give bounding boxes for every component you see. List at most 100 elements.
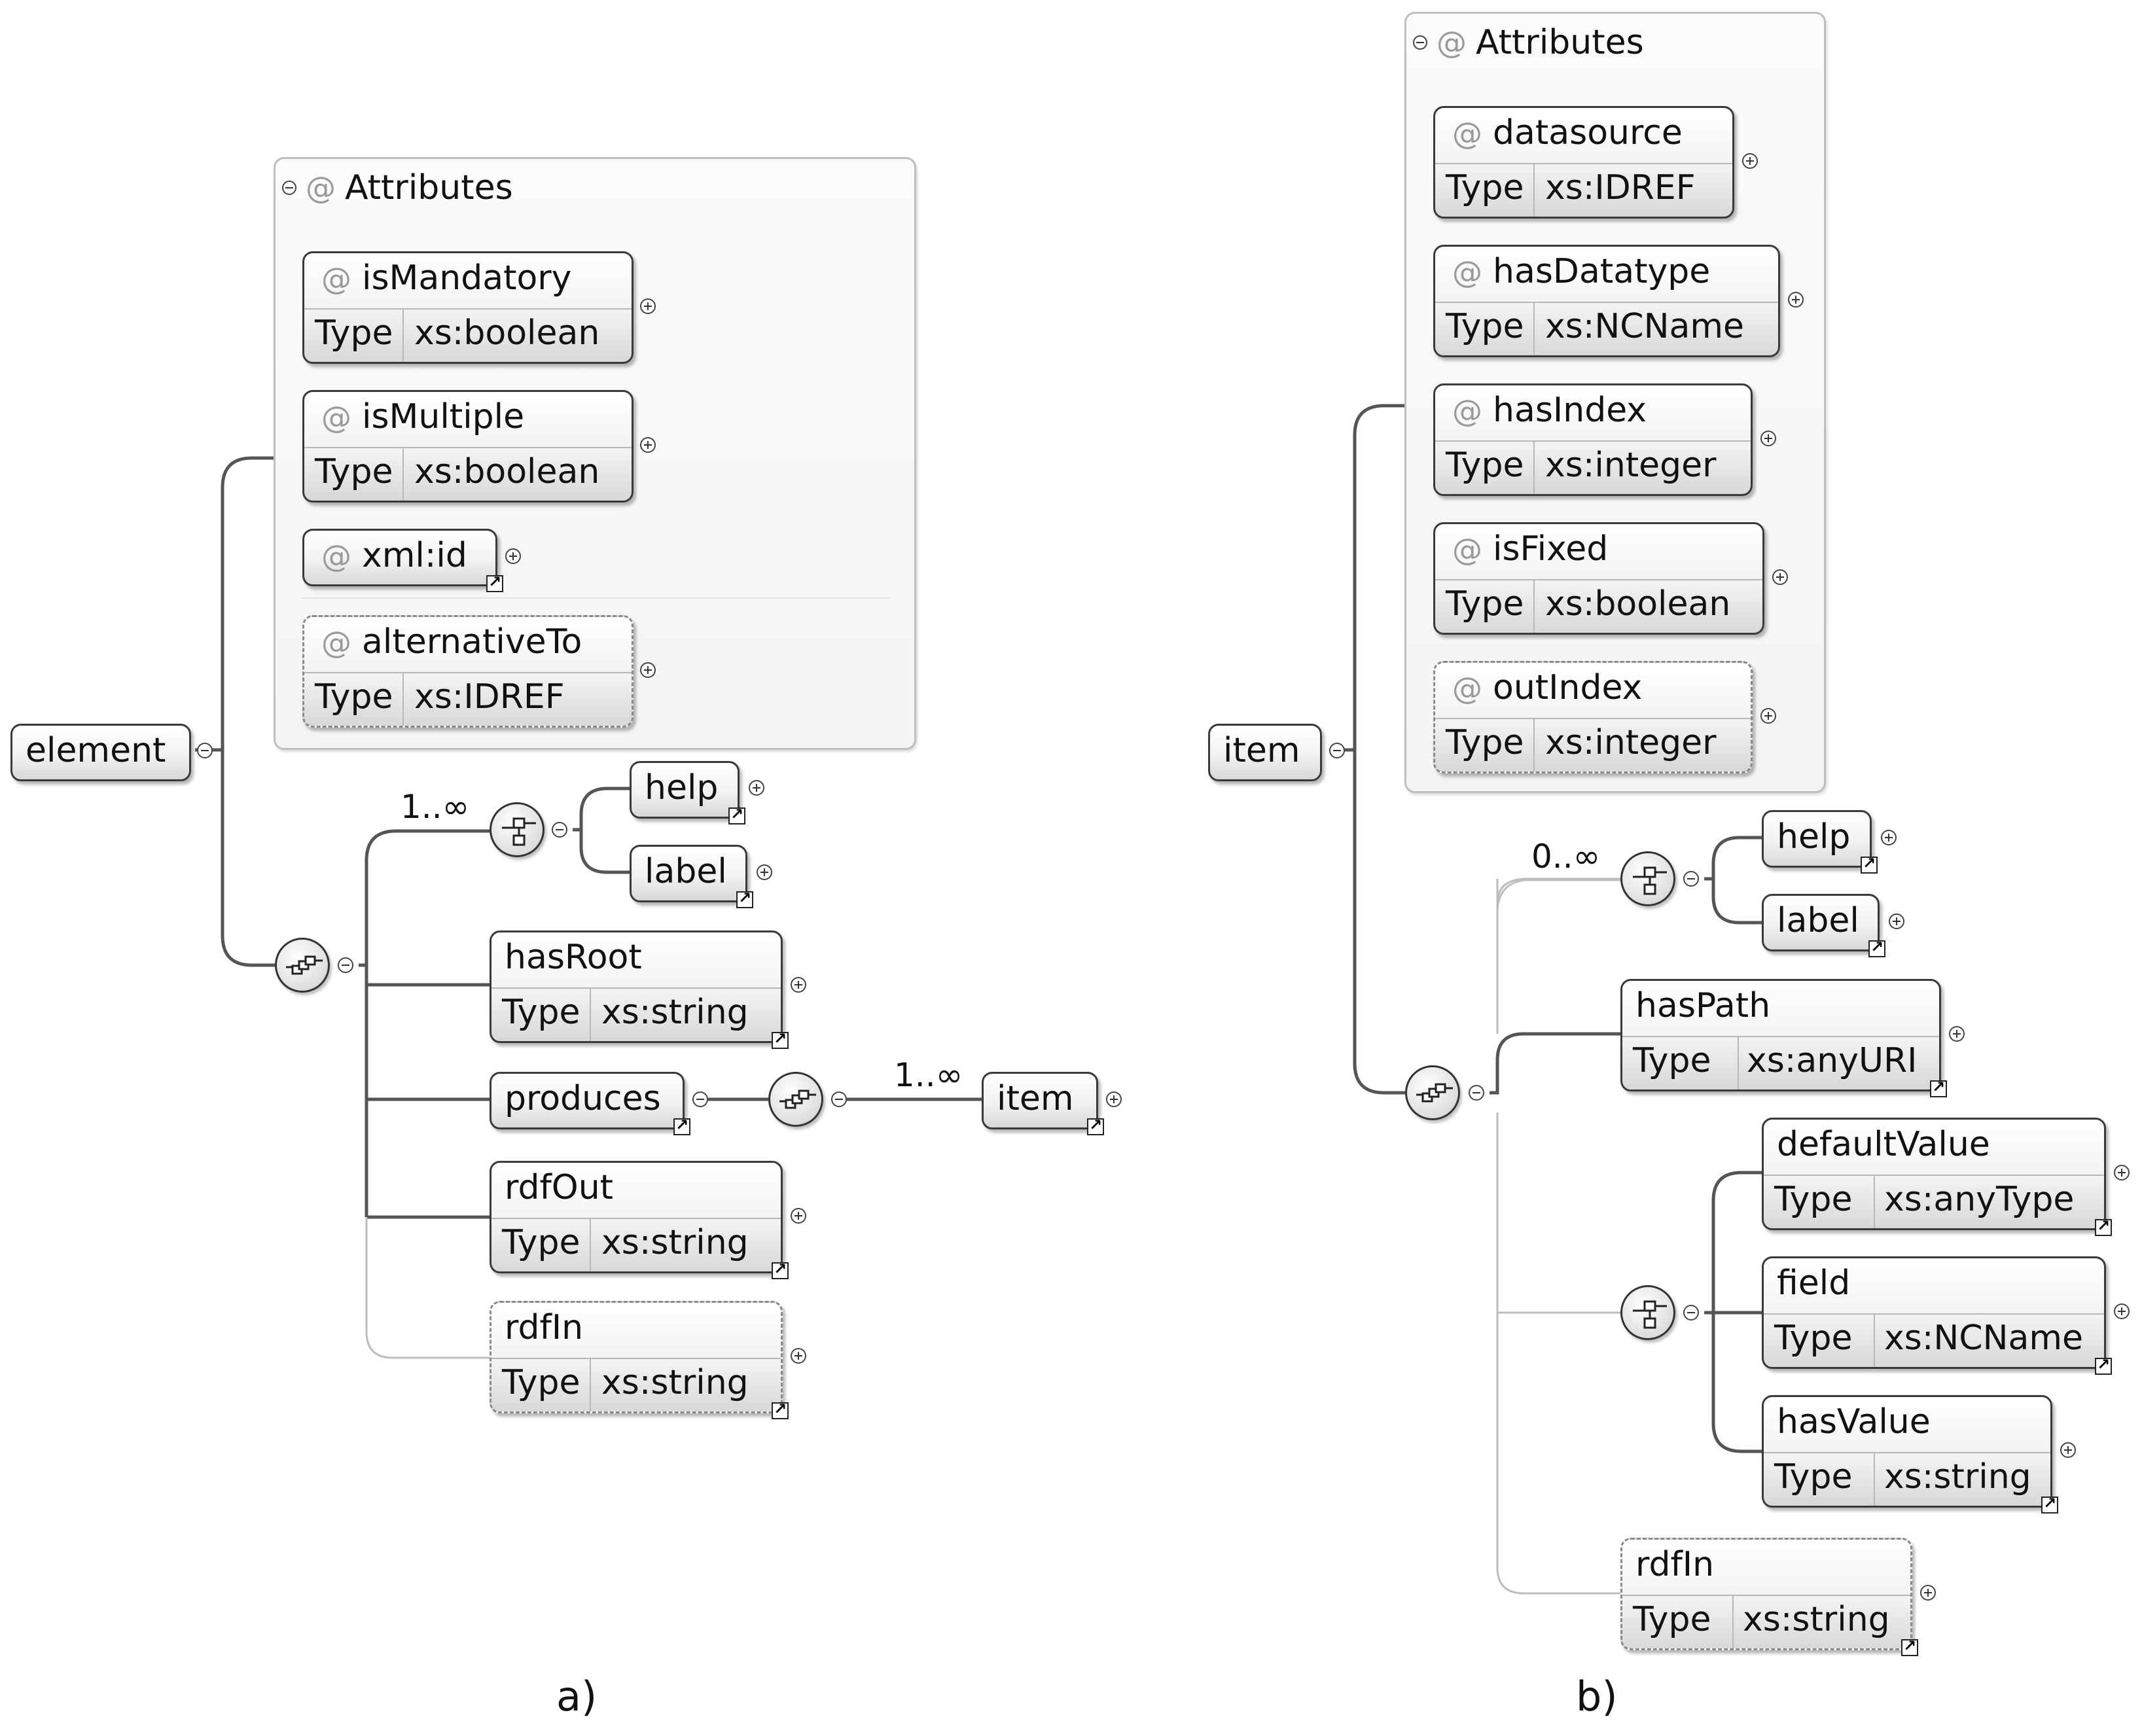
expand-icon[interactable] bbox=[757, 864, 772, 880]
type-value: xs:boolean bbox=[414, 313, 600, 353]
cardinality-label: 0..∞ bbox=[1531, 838, 1601, 876]
attribute-hasIndex[interactable]: @hasIndex Type xs:integer bbox=[1433, 383, 1753, 496]
expand-icon[interactable] bbox=[1760, 708, 1776, 724]
attribute-alternativeTo[interactable]: @alternativeTo Type xs:IDREF bbox=[302, 615, 634, 728]
element-node-rdfIn[interactable]: rdfIn Type xs:string bbox=[1620, 1538, 1918, 1656]
sequence-compositor-icon[interactable] bbox=[275, 938, 330, 993]
type-label: Type bbox=[1446, 584, 1524, 624]
separator bbox=[491, 1218, 781, 1219]
collapse-attributes-icon[interactable] bbox=[282, 181, 296, 195]
expand-icon[interactable] bbox=[1742, 153, 1758, 169]
collapse-attributes-icon[interactable] bbox=[1413, 35, 1427, 50]
expand-icon[interactable] bbox=[640, 662, 656, 678]
element-node-field[interactable]: field Type xs:NCName bbox=[1762, 1256, 2112, 1375]
element-name: label bbox=[1777, 901, 1859, 940]
element-name: produces bbox=[505, 1079, 661, 1118]
expand-icon[interactable] bbox=[1788, 292, 1804, 308]
choice-compositor-icon[interactable] bbox=[490, 802, 544, 857]
element-name: rdfIn bbox=[505, 1308, 584, 1347]
element-node-rdfIn[interactable]: rdfIn Type xs:string bbox=[490, 1301, 789, 1419]
expand-icon[interactable] bbox=[1889, 913, 1904, 929]
attribute-isFixed[interactable]: @isFixed Type xs:boolean bbox=[1433, 522, 1764, 635]
expand-icon[interactable] bbox=[2114, 1303, 2130, 1319]
element-node-label[interactable]: label bbox=[630, 845, 753, 908]
expand-icon[interactable] bbox=[2060, 1442, 2076, 1458]
expand-icon[interactable] bbox=[791, 1348, 806, 1364]
separator bbox=[1435, 440, 1751, 442]
separator bbox=[1764, 1452, 2050, 1453]
collapse-toggle-choice[interactable] bbox=[1683, 1305, 1699, 1320]
attribute-isMultiple[interactable]: @isMultiple Type xs:boolean bbox=[302, 390, 634, 503]
expand-icon[interactable] bbox=[640, 298, 656, 314]
element-name: hasPath bbox=[1635, 986, 1771, 1025]
choice-compositor-icon[interactable] bbox=[1620, 851, 1675, 906]
separator bbox=[1764, 1175, 2104, 1176]
type-label: Type bbox=[1446, 168, 1524, 207]
element-node-label[interactable]: label bbox=[1762, 894, 1885, 957]
element-node-rdfOut[interactable]: rdfOut Type xs:string bbox=[490, 1161, 789, 1279]
attribute-name: outIndex bbox=[1493, 668, 1643, 707]
separator bbox=[1874, 1176, 1875, 1228]
collapse-toggle-sequence[interactable] bbox=[831, 1091, 847, 1107]
expand-icon[interactable] bbox=[1760, 431, 1776, 446]
attribute-xml-id[interactable]: @xml:id bbox=[302, 529, 503, 592]
attribute-datasource[interactable]: @datasource Type xs:IDREF bbox=[1433, 106, 1734, 219]
element-node-hasValue[interactable]: hasValue Type xs:string bbox=[1762, 1395, 2058, 1514]
element-name: item bbox=[1223, 731, 1300, 770]
reference-arrow-icon bbox=[736, 889, 753, 908]
attribute-at-icon: @ bbox=[1452, 532, 1482, 567]
sequence-compositor-icon[interactable] bbox=[1405, 1065, 1460, 1120]
choice-compositor-icon[interactable] bbox=[1620, 1285, 1675, 1340]
type-label: Type bbox=[502, 1363, 580, 1402]
reference-arrow-icon bbox=[2095, 1216, 2112, 1236]
collapse-toggle-sequence[interactable] bbox=[338, 957, 353, 973]
element-node-element[interactable]: element bbox=[10, 724, 191, 781]
expand-icon[interactable] bbox=[749, 780, 764, 796]
attribute-name: isMultiple bbox=[362, 397, 525, 436]
sequence-compositor-icon[interactable] bbox=[768, 1072, 823, 1127]
reference-arrow-icon bbox=[1930, 1078, 1947, 1097]
expand-icon[interactable] bbox=[2114, 1165, 2130, 1180]
element-node-hasRoot[interactable]: hasRoot Type xs:string bbox=[490, 930, 789, 1049]
collapse-toggle-element[interactable] bbox=[197, 743, 213, 758]
element-node-item[interactable]: item bbox=[1208, 724, 1322, 781]
expand-icon[interactable] bbox=[1772, 569, 1788, 585]
element-node-produces[interactable]: produces bbox=[490, 1072, 690, 1135]
expand-icon[interactable] bbox=[640, 437, 656, 453]
expand-icon[interactable] bbox=[1920, 1585, 1936, 1601]
separator bbox=[1732, 1596, 1734, 1648]
expand-icon[interactable] bbox=[505, 548, 521, 564]
element-node-defaultValue[interactable]: defaultValue Type xs:anyType bbox=[1762, 1118, 2112, 1236]
separator bbox=[1533, 719, 1535, 771]
expand-icon[interactable] bbox=[1881, 830, 1897, 845]
element-node-help[interactable]: help bbox=[1762, 810, 1878, 874]
reference-arrow-icon bbox=[1901, 1637, 1918, 1656]
collapse-toggle-choice[interactable] bbox=[1683, 871, 1699, 887]
collapse-toggle-produces[interactable] bbox=[692, 1091, 708, 1107]
expand-icon[interactable] bbox=[1949, 1026, 1965, 1042]
expand-icon[interactable] bbox=[791, 977, 806, 993]
expand-icon[interactable] bbox=[791, 1208, 806, 1224]
attribute-isMandatory[interactable]: @isMandatory Type xs:boolean bbox=[302, 251, 634, 364]
element-node-help[interactable]: help bbox=[630, 761, 745, 824]
separator bbox=[1764, 1313, 2104, 1315]
type-label: Type bbox=[1774, 1180, 1853, 1219]
attributes-title: Attributes bbox=[345, 168, 513, 207]
attribute-outIndex[interactable]: @outIndex Type xs:integer bbox=[1433, 661, 1753, 773]
attribute-name: isFixed bbox=[1493, 529, 1609, 569]
collapse-toggle-choice[interactable] bbox=[552, 822, 567, 838]
attribute-hasDatatype[interactable]: @hasDatatype Type xs:NCName bbox=[1433, 245, 1780, 357]
collapse-toggle-item[interactable] bbox=[1329, 743, 1345, 758]
attribute-at-icon: @ bbox=[1452, 671, 1482, 706]
expand-icon[interactable] bbox=[1106, 1091, 1122, 1107]
separator bbox=[590, 1359, 591, 1411]
attribute-at-icon: @ bbox=[321, 625, 351, 660]
type-value: xs:integer bbox=[1545, 446, 1717, 485]
type-value: xs:string bbox=[601, 1363, 749, 1402]
collapse-toggle-sequence[interactable] bbox=[1469, 1085, 1484, 1101]
element-name: rdfOut bbox=[505, 1168, 614, 1207]
type-value: xs:IDREF bbox=[1545, 168, 1696, 207]
element-name: hasRoot bbox=[505, 938, 642, 977]
element-node-hasPath[interactable]: hasPath Type xs:anyURI bbox=[1620, 979, 1947, 1097]
element-node-item[interactable]: item bbox=[982, 1072, 1104, 1135]
